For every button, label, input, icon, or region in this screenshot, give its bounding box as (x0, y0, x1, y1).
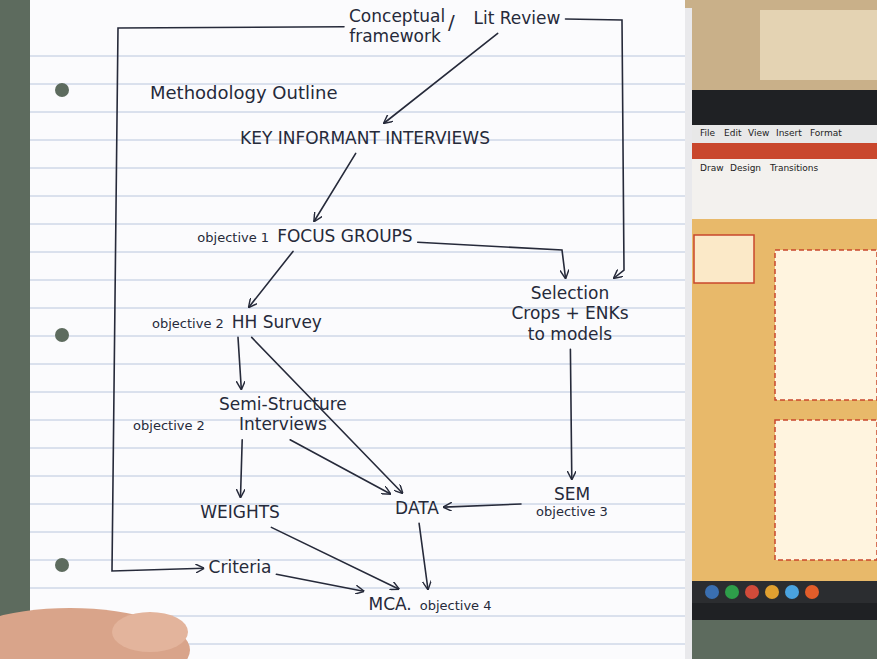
node-text: Lit Review (474, 8, 561, 28)
hand-drawn-arrow (112, 27, 344, 571)
taskbar-icon (785, 585, 799, 599)
node-text: FOCUS GROUPS (277, 226, 413, 246)
node-text: KEY INFORMANT INTERVIEWS (240, 128, 490, 148)
hand-drawn-arrow (241, 440, 243, 497)
node-text: objective 4 (420, 598, 492, 614)
hand-drawn-arrow (276, 574, 363, 591)
screen-menu-text: Format (810, 128, 842, 138)
hand-drawn-arrow (419, 523, 428, 589)
hand-written-node: KEY INFORMANT INTERVIEWS (195, 128, 535, 148)
node-text: objective 2 (152, 316, 224, 332)
node-text: Criteria (209, 557, 272, 577)
node-text: HH Survey (232, 312, 322, 332)
hand-drawn-arrow (570, 349, 571, 479)
screen-menu-text: Transitions (770, 163, 818, 173)
punch-hole (55, 83, 69, 97)
diagram-title: Methodology Outline (150, 82, 337, 103)
slide-area (688, 219, 877, 581)
wooden-shelf (680, 0, 877, 95)
title-bar (688, 143, 877, 159)
hand-written-node: WEIGHTS (180, 502, 300, 522)
hand-drawn-arrow (290, 440, 390, 494)
hand-written-node: SEMobjective 3 (522, 484, 622, 520)
taskbar (688, 581, 877, 603)
node-text: DATA (395, 498, 439, 518)
screen-menu-text: Draw (700, 163, 724, 173)
paper-sheet (30, 0, 685, 659)
menu-bar (688, 125, 877, 143)
node-text: objective 1 (197, 230, 269, 246)
hand-written-node: objective 2 Semi-Structure Interviews (128, 394, 358, 435)
taskbar-icon (705, 585, 719, 599)
screen-menu-text: View (748, 128, 769, 138)
screen-menu-text: Edit (724, 128, 741, 138)
taskbar-icon (805, 585, 819, 599)
screen-menu-text: Insert (776, 128, 802, 138)
hand-written-node: Lit Review (462, 8, 572, 28)
hand-written-node: Criteria (195, 557, 285, 577)
slide-box (775, 250, 877, 400)
node-text: Conceptual framework (349, 6, 441, 47)
hand-drawn-arrow (314, 153, 355, 221)
taskbar-icon (765, 585, 779, 599)
screen-menu-text: Design (730, 163, 761, 173)
ruled-lines (30, 56, 685, 644)
shelf-light (760, 10, 877, 80)
hand-drawn-arrow (271, 527, 398, 589)
hand-written-node: MCA. objective 4 (330, 594, 530, 614)
taskbar-icon (745, 585, 759, 599)
taskbar-icon (725, 585, 739, 599)
hand-drawn-arrow (238, 337, 241, 389)
laptop-bezel (675, 90, 877, 620)
hand-written-node: DATA (372, 498, 462, 518)
slide-thumbnail (694, 235, 754, 283)
hand-drawn-arrow (384, 33, 498, 123)
node-text: objective 2 (133, 418, 205, 434)
hand-written-node: Conceptual framework (345, 6, 445, 47)
thumb (112, 612, 188, 652)
slide-box (775, 420, 877, 560)
node-text: objective 3 (526, 504, 618, 520)
hand-written-node: objective 1 FOCUS GROUPS (120, 226, 490, 246)
screen-menu-text: File (700, 128, 715, 138)
node-text: Semi-Structure Interviews (213, 394, 353, 435)
node-text: Selection Crops + ENKs to models (504, 283, 636, 344)
ribbon (688, 159, 877, 219)
punch-hole (55, 328, 69, 342)
hand-drawn-arrow (249, 251, 293, 307)
node-text: WEIGHTS (200, 502, 280, 522)
node-text: MCA. (368, 594, 411, 614)
hand-drawn-arrow (444, 504, 521, 507)
punch-hole (55, 558, 69, 572)
hand (0, 608, 190, 659)
hand-drawn-arrow (418, 242, 566, 278)
node-text: SEM (526, 484, 618, 504)
slash-separator: / (448, 10, 455, 34)
hand-written-node: Selection Crops + ENKs to models (500, 283, 640, 344)
hand-drawn-arrow (566, 19, 625, 278)
hand-written-node: objective 2 HH Survey (112, 312, 362, 332)
